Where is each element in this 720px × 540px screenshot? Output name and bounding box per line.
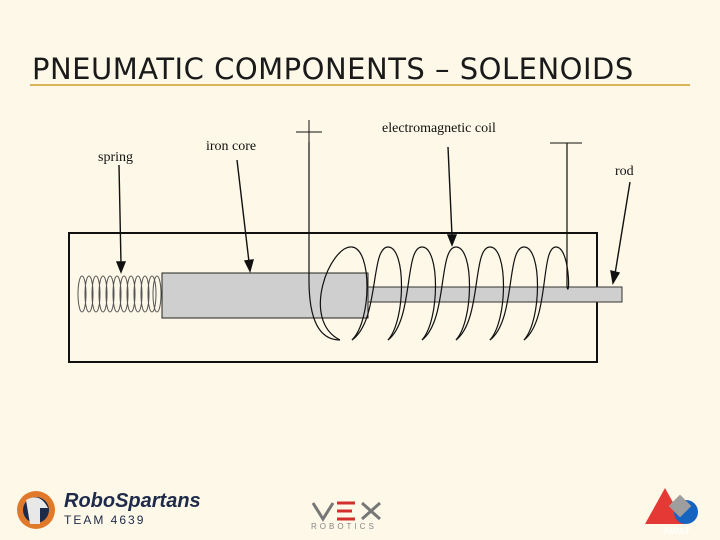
vex-logo-icon xyxy=(311,501,381,522)
label-iron-core: iron core xyxy=(206,139,257,154)
first-logo-icon xyxy=(645,488,698,524)
first-subtitle: FIRST xyxy=(664,526,690,536)
robospartans-name: RoboSpartans xyxy=(64,490,201,512)
pointer-arrows xyxy=(115,146,631,285)
label-spring: spring xyxy=(98,150,133,165)
robospartans-logo: RoboSpartans TEAM 4639 xyxy=(64,490,201,527)
plunger-rod xyxy=(367,286,623,303)
vex-subtitle: ROBOTICS xyxy=(311,522,377,531)
slide-title: PNEUMATIC COMPONENTS – SOLENOIDS xyxy=(32,52,634,86)
label-electromagnetic-coil: electromagnetic coil xyxy=(382,121,496,136)
iron-core xyxy=(161,272,369,319)
title-divider xyxy=(30,84,690,86)
coil-lead-left xyxy=(308,142,341,341)
robospartans-helmet-icon xyxy=(17,491,55,529)
spring-coil xyxy=(77,275,162,313)
electromagnetic-coil-loops xyxy=(319,246,570,341)
label-rod: rod xyxy=(615,164,634,179)
robospartans-team: TEAM 4639 xyxy=(64,513,146,527)
